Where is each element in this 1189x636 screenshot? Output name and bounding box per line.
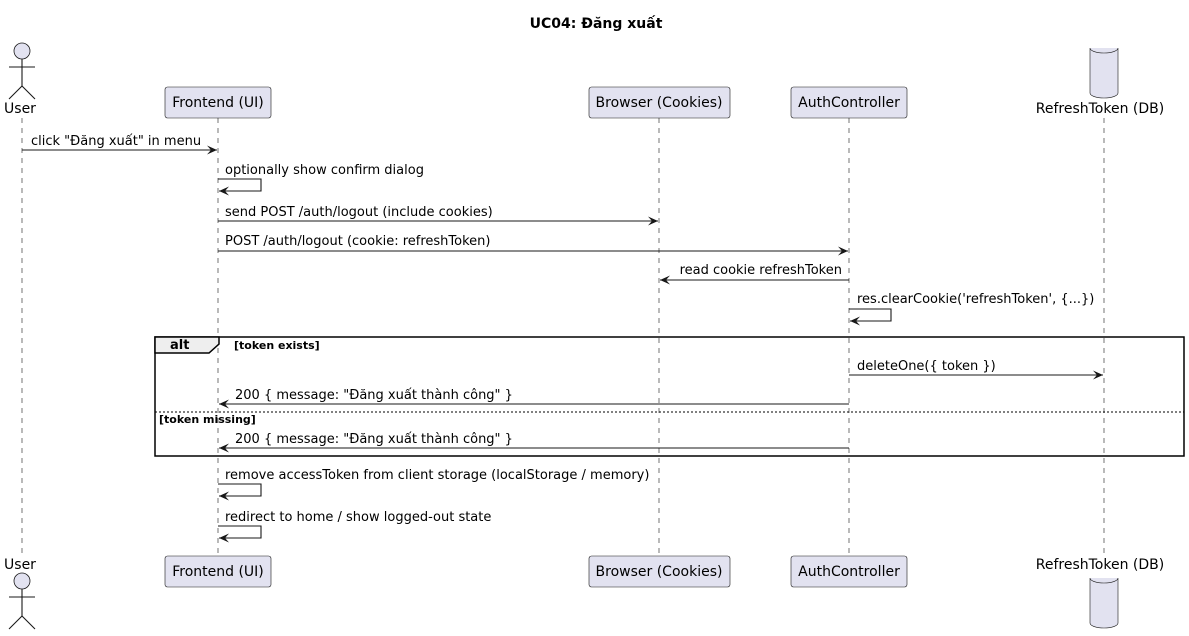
participant-browser-label: Browser (Cookies) (596, 95, 723, 111)
participant-user-top: User (4, 42, 36, 117)
message-8-label: 200 { message: "Đăng xuất thành công" } (235, 388, 513, 403)
alt-tab (154, 336, 220, 354)
participant-db-top: RefreshToken (DB) (1036, 47, 1164, 117)
message-11: redirect to home / show logged-out state (218, 510, 491, 543)
participant-user-bottom: User (4, 557, 36, 630)
participant-browser-label-bottom: Browser (Cookies) (596, 564, 723, 580)
message-2-label: optionally show confirm dialog (225, 163, 424, 178)
participant-browser-box-bottom (588, 555, 731, 588)
message-1: click "Đăng xuất" in menu (22, 134, 217, 155)
participant-user-label-bottom: User (4, 557, 36, 573)
alt-frame (154, 336, 1185, 457)
guard-token-missing: [token missing] (159, 413, 256, 426)
participant-auth-bottom: AuthController (790, 555, 908, 588)
message-10-arrow (218, 483, 262, 501)
participant-db-bottom: RefreshToken (DB) (1036, 557, 1164, 629)
guard-token-exists: [token exists] (234, 339, 320, 352)
participant-frontend-label: Frontend (UI) (172, 95, 264, 111)
message-5: read cookie refreshToken (660, 263, 849, 285)
actor-icon (8, 572, 36, 630)
database-icon (1089, 577, 1119, 629)
message-6-label: res.clearCookie('refreshToken', {...}) (857, 292, 1094, 307)
message-1-label: click "Đăng xuất" in menu (31, 134, 201, 149)
participant-frontend-label-bottom: Frontend (UI) (172, 564, 264, 580)
message-7: deleteOne({ token }) (849, 359, 1103, 380)
actor-icon (8, 42, 36, 100)
message-8: 200 { message: "Đăng xuất thành công" } (219, 388, 849, 409)
participant-browser-top: Browser (Cookies) (588, 86, 731, 119)
message-5-label: read cookie refreshToken (680, 263, 842, 278)
participant-auth-label: AuthController (798, 95, 900, 111)
message-11-label: redirect to home / show logged-out state (225, 510, 491, 525)
participant-user-label: User (4, 101, 36, 117)
message-11-arrow (218, 525, 262, 543)
message-6: res.clearCookie('refreshToken', {...}) (849, 292, 1094, 326)
participant-db-label-bottom: RefreshToken (DB) (1036, 557, 1164, 573)
participant-frontend-top: Frontend (UI) (164, 86, 272, 119)
participant-frontend-bottom: Frontend (UI) (164, 555, 272, 588)
participant-frontend-box (164, 86, 272, 119)
message-9-label: 200 { message: "Đăng xuất thành công" } (235, 432, 513, 447)
alt-fragment: alt [token exists] [token missing] (154, 336, 1185, 457)
participant-frontend-box-bottom (164, 555, 272, 588)
message-6-arrow (849, 308, 892, 326)
message-10: remove accessToken from client storage (… (218, 468, 649, 501)
participant-browser-box (588, 86, 731, 119)
participant-auth-label-bottom: AuthController (798, 564, 900, 580)
alt-keyword: alt (170, 338, 189, 353)
participant-browser-bottom: Browser (Cookies) (588, 555, 731, 588)
message-3: send POST /auth/logout (include cookies) (218, 205, 658, 226)
message-10-label: remove accessToken from client storage (… (225, 468, 649, 483)
participant-db-label: RefreshToken (DB) (1036, 101, 1164, 117)
participant-auth-box (790, 86, 908, 119)
diagram-title: UC04: Đăng xuất (530, 15, 663, 32)
message-9: 200 { message: "Đăng xuất thành công" } (219, 432, 849, 453)
message-4: POST /auth/logout (cookie: refreshToken) (218, 234, 848, 256)
message-2: optionally show confirm dialog (218, 163, 424, 196)
participant-auth-top: AuthController (790, 86, 908, 119)
message-4-label: POST /auth/logout (cookie: refreshToken) (225, 234, 490, 249)
participant-auth-box-bottom (790, 555, 908, 588)
message-3-label: send POST /auth/logout (include cookies) (225, 205, 493, 220)
database-icon (1089, 47, 1119, 99)
message-2-arrow (218, 178, 262, 196)
message-7-label: deleteOne({ token }) (857, 359, 996, 374)
